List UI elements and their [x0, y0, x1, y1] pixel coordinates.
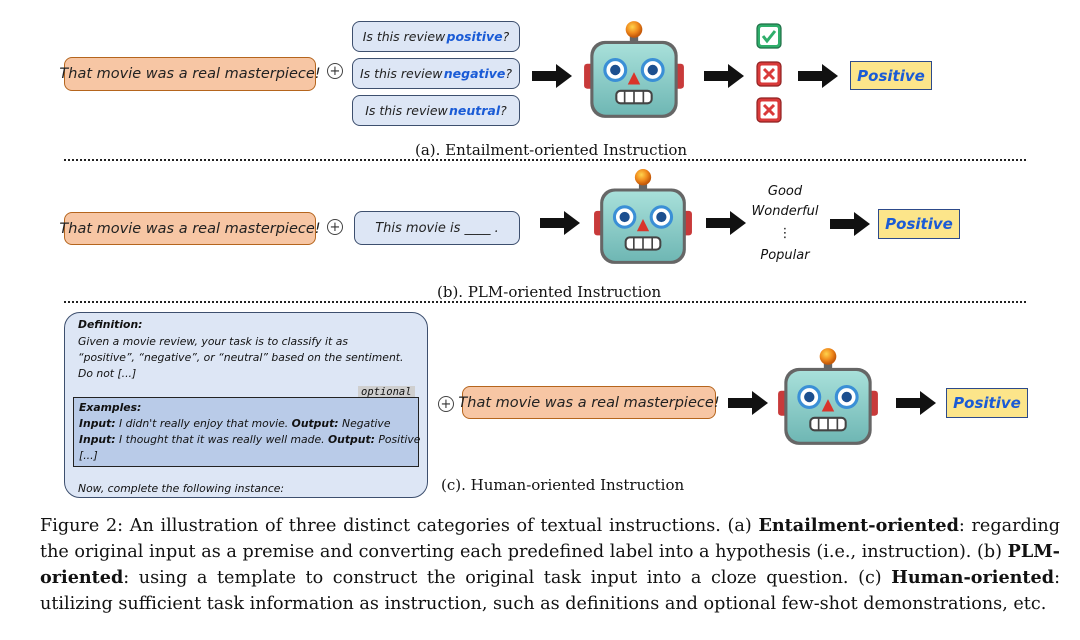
divider: [64, 159, 1026, 161]
optional-tag: optional: [358, 386, 415, 398]
hypothesis-suffix: ?: [502, 29, 510, 44]
example-output-label: Output:: [291, 417, 339, 430]
robot-icon: [582, 14, 686, 126]
hypothesis-label: positive: [446, 29, 503, 44]
example-output: Negative: [338, 417, 391, 430]
figure-caption: Figure 2: An illustration of three disti…: [40, 513, 1060, 617]
robot-icon: [776, 342, 880, 452]
examples-more: [...]: [79, 449, 98, 462]
robot-icon: [592, 162, 694, 272]
example-line: Input: I thought that it was really well…: [79, 433, 420, 446]
cross-icon: [756, 97, 782, 123]
hypothesis-neutral: Is this review neutral ?: [352, 95, 520, 126]
output-label-c: Positive: [946, 388, 1028, 418]
hypothesis-prefix: Is this review: [365, 103, 448, 118]
example-input: I didn't really enjoy that movie.: [115, 417, 292, 430]
verbalizer-word: Popular: [760, 248, 810, 263]
caption-text-b: : using a template to construct the orig…: [123, 568, 892, 588]
closing-text: Now, complete the following instance:: [78, 482, 285, 495]
verbalizer-ellipsis: ⋮: [778, 226, 792, 241]
caption-b: (b). PLM-oriented Instruction: [437, 283, 662, 301]
example-output: Positive: [374, 433, 421, 446]
hypothesis-prefix: Is this review: [362, 29, 446, 44]
right-arrow-icon: [704, 64, 744, 88]
caption-a: (a). Entailment-oriented Instruction: [415, 141, 688, 159]
example-input-label: Input:: [79, 433, 116, 446]
caption-text-c: : utilizing sufficient task information …: [40, 568, 1060, 614]
plus-icon: +: [327, 219, 343, 235]
hypothesis-label: neutral: [449, 103, 501, 118]
caption-term-c: Human-oriented: [891, 567, 1055, 588]
verbalizer-word: Good: [767, 184, 803, 199]
example-line: Input: I didn't really enjoy that movie.…: [79, 417, 390, 430]
definition-text: Given a movie review, your task is to cl…: [78, 335, 404, 380]
caption-term-a: Entailment-oriented: [758, 515, 959, 536]
check-icon: [756, 23, 782, 49]
hypothesis-positive: Is this review positive ?: [352, 21, 520, 52]
right-arrow-icon: [896, 391, 936, 415]
examples-title: Examples:: [79, 401, 142, 414]
hypothesis-negative: Is this review negative ?: [352, 58, 520, 89]
hypothesis-label: negative: [443, 66, 506, 81]
verbalizer-word: Wonderful: [751, 204, 819, 219]
example-input: I thought that it was really well made.: [115, 433, 328, 446]
input-sentence-b: That movie was a real masterpiece!: [59, 212, 321, 245]
caption-c: (c). Human-oriented Instruction: [441, 476, 685, 494]
caption-term-b: PLM-oriented: [40, 541, 1060, 588]
input-sentence-a: That movie was a real masterpiece!: [59, 57, 321, 91]
right-arrow-icon: [728, 391, 768, 415]
divider: [64, 301, 1026, 303]
caption-text-a: : regarding the original input as a prem…: [40, 516, 1060, 562]
caption-lead: Figure 2: An illustration of three disti…: [40, 516, 759, 536]
examples-box: Examples: Input: I didn't really enjoy t…: [73, 397, 420, 467]
plus-icon: +: [438, 396, 454, 412]
cross-icon: [756, 61, 782, 87]
right-arrow-icon: [532, 64, 572, 88]
hypothesis-suffix: ?: [500, 103, 507, 118]
input-sentence-c: That movie was a real masterpiece!: [458, 386, 720, 419]
right-arrow-icon: [798, 64, 838, 88]
human-instruction-box: Definition: Given a movie review, your t…: [64, 312, 428, 498]
definition-title: Definition:: [78, 318, 143, 331]
hypothesis-prefix: Is this review: [359, 66, 443, 81]
example-input-label: Input:: [79, 417, 116, 430]
plus-icon: +: [327, 63, 343, 79]
right-arrow-icon: [540, 211, 580, 235]
right-arrow-icon: [830, 212, 870, 236]
output-label-a: Positive: [850, 61, 932, 90]
cloze-template: This movie is ____ .: [354, 211, 520, 245]
hypothesis-suffix: ?: [505, 66, 513, 81]
example-output-label: Output:: [328, 433, 375, 446]
output-label-b: Positive: [878, 209, 960, 239]
